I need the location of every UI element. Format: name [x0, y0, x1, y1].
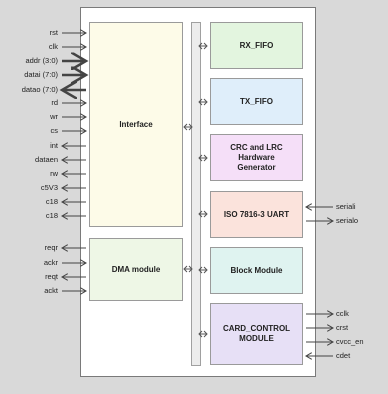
signal-cs-label: cs — [50, 126, 59, 135]
signal-datai-label: datai (7:0) — [24, 70, 58, 79]
signal-serialo-label: serialo — [336, 216, 359, 225]
signal-int-label: int — [50, 141, 58, 150]
signal-reqr-label: reqr — [44, 243, 58, 252]
dma-module-label: DMA module — [111, 264, 161, 274]
signal-cdet-label: cdet — [336, 351, 351, 360]
signal-crst-label: crst — [336, 323, 349, 332]
signal-dataen-label: dataen — [35, 155, 58, 164]
signal-c18-label: c18 — [45, 197, 58, 206]
signal-reqt-label: reqt — [45, 272, 58, 281]
crc-lrc-generator-block: CRC and LRC Hardware Generator — [210, 134, 303, 181]
signal-ackt-label: ackt — [44, 286, 58, 295]
crc-lrc-generator-label: CRC and LRC Hardware Generator — [230, 142, 283, 172]
signal-wr-label: wr — [50, 112, 58, 121]
interface-label: Interface — [119, 119, 153, 129]
block-module-block: Block Module — [210, 247, 303, 294]
signal-cclk-label: cclk — [336, 309, 349, 318]
signal-addr-label: addr (3:0) — [25, 56, 58, 65]
block-module-label: Block Module — [230, 265, 283, 275]
signal-ackr-label: ackr — [43, 258, 58, 267]
rx-fifo-block: RX_FIFO — [210, 22, 303, 69]
signal-cvcc-en-label: cvcc_en — [336, 337, 364, 346]
rx-fifo-label: RX_FIFO — [239, 40, 274, 50]
uart-block: ISO 7816-3 UART — [210, 191, 303, 238]
signal-clk-label: clk — [48, 42, 58, 51]
signal-rd-label: rd — [51, 98, 58, 107]
signal-seriali-label: seriali — [336, 202, 356, 211]
card-control-label: CARD_CONTROL MODULE — [222, 324, 291, 343]
uart-label: ISO 7816-3 UART — [223, 209, 290, 219]
signal-c18-label-2: c18 — [45, 211, 58, 220]
dma-module-block: DMA module — [89, 238, 183, 301]
tx-fifo-block: TX_FIFO — [210, 78, 303, 125]
signal-rst-label: rst — [49, 28, 58, 37]
signal-c5v3-label: c5V3 — [40, 183, 58, 192]
interface-block: Interface — [89, 22, 183, 227]
card-control-block: CARD_CONTROL MODULE — [210, 303, 303, 365]
tx-fifo-label: TX_FIFO — [240, 96, 273, 106]
signal-datao-label: datao (7:0) — [21, 85, 58, 94]
internal-bus — [191, 22, 201, 366]
signal-rw-label: rw — [50, 169, 58, 178]
